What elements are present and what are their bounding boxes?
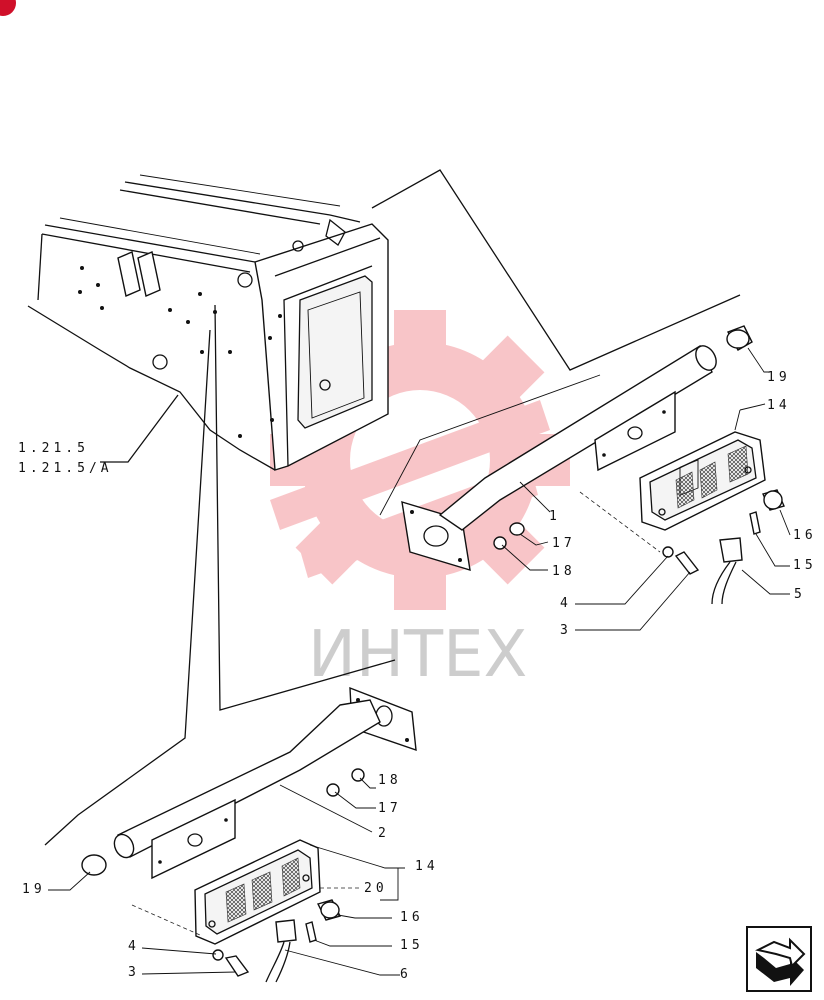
callout-19-upper: 19	[767, 370, 791, 385]
callout-17-lower: 17	[378, 801, 402, 816]
leader-ref	[100, 394, 179, 463]
explode-line-upper	[371, 169, 741, 371]
callout-19-lower: 19	[22, 882, 46, 897]
dashed-guide-lower	[131, 904, 201, 936]
tractor-frame	[27, 174, 389, 471]
callout-3-lower: 3	[128, 965, 140, 980]
callout-16-lower: 16	[400, 910, 424, 925]
callout-20: 20	[364, 881, 388, 896]
lower-hardware	[81, 768, 365, 983]
callout-15-upper: 15	[793, 558, 817, 573]
callout-5: 5	[794, 587, 806, 602]
callout-1: 1	[549, 509, 561, 524]
callout-18-lower: 18	[378, 773, 402, 788]
callout-17-upper: 17	[552, 536, 576, 551]
explode-line-left	[44, 329, 211, 846]
callout-14-lower: 14	[415, 859, 439, 874]
ref-label-a: 1.21.5	[18, 441, 89, 456]
lower-bracket	[113, 686, 417, 880]
watermark-text: ИНТЕХ	[308, 618, 527, 692]
callout-2: 2	[378, 826, 390, 841]
next-page-button[interactable]	[746, 926, 812, 992]
callout-15-lower: 15	[400, 938, 424, 953]
dashed-guide-upper	[579, 491, 661, 553]
callout-3-upper: 3	[560, 623, 572, 638]
red-dot-icon	[0, 0, 16, 16]
callout-4-lower: 4	[128, 939, 140, 954]
explode-line-bracket	[379, 374, 601, 516]
callout-6: 6	[400, 967, 412, 982]
callout-18-upper: 18	[552, 564, 576, 579]
explode-line-mid	[214, 304, 396, 711]
upper-hardware	[493, 325, 785, 605]
callout-16-upper: 16	[793, 528, 817, 543]
next-page-arrow-icon	[755, 937, 806, 986]
upper-bracket	[401, 344, 717, 571]
callout-leaders	[48, 347, 791, 976]
callout-14-upper: 14	[767, 398, 791, 413]
ref-label-b: 1.21.5/A	[18, 461, 113, 476]
lower-rear-lamp	[194, 839, 321, 945]
upper-rear-lamp	[639, 431, 766, 531]
callout-4-upper: 4	[560, 596, 572, 611]
